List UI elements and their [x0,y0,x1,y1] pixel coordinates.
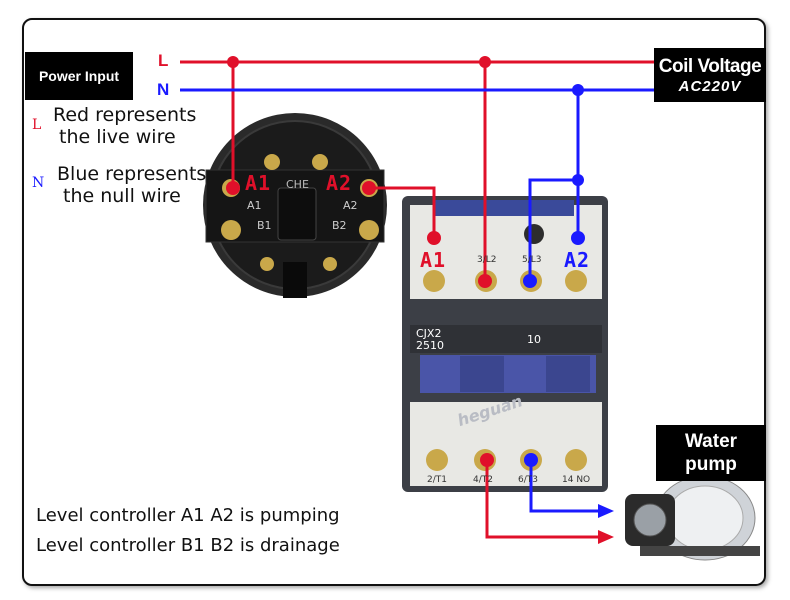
contactor [402,196,608,492]
water-pump [625,475,760,561]
contactor-label-14-no: 14 NO [562,475,591,485]
junction-dots [227,56,584,186]
level-controller [203,113,387,298]
level-controller-center-key [277,187,317,241]
level-controller-label-b2: B2 [332,219,347,232]
diagram-frame [22,18,766,586]
caption-drainage: Level controller B1 B2 is drainage [36,535,340,556]
level-controller-label-a2: A2 [343,199,358,212]
null-wire-to-terminal [528,178,578,281]
contactor-a1-tag: A1 [420,248,447,272]
legend-live: Red represents the live wire [53,104,196,148]
legend-live-line1: Red represents [53,104,197,126]
contactor-model-line1: CJX2 [416,327,442,340]
pump-null-wire [529,460,598,513]
a2-to-contactor-a1 [369,186,436,238]
contactor-model-line2: 2510 [416,339,444,352]
level-controller-a1-tag: A1 [245,171,272,195]
legend-null: Blue represents the null wire [57,163,206,207]
power-input-box: Power Input [25,52,133,100]
live-arrow-icon [598,530,614,544]
null-wire-letter: N [157,80,170,99]
water-pump-line1: Water [684,431,738,452]
pump-base [640,546,760,556]
contactor-label-3-l2: 3/L2 [477,255,497,265]
contactor-label-5-l3: 5/L3 [522,255,542,265]
level-controller-label-a1: A1 [247,199,262,212]
water-pump-line2: pump [685,454,737,475]
legend-null-line2: the null wire [63,185,181,207]
contactor-rating: 10 [527,333,541,346]
contactor-top-label-strip [434,200,574,216]
contactor-model-plate [410,325,602,353]
coil-voltage-title: Coil Voltage [658,55,762,77]
level-controller-a2-tag: A2 [326,171,353,195]
level-controller-notch [283,262,307,298]
contactor-label-6-t3: 6/T3 [518,475,538,485]
caption-pumping: Level controller A1 A2 is pumping [36,505,340,526]
legend-live-line2: the live wire [59,126,176,148]
live-wires [180,60,655,539]
coil-voltage-value: AC220V [678,77,742,95]
live-wire-letter: L [158,51,169,70]
legend-null-line1: Blue represents [57,163,207,185]
legend-live-letter: L [32,117,42,133]
null-arrow-icon [598,504,614,518]
contactor-a2-tag: A2 [564,248,591,272]
contactor-label-2-t1: 2/T1 [427,475,447,485]
contactor-bottom-block [410,402,602,486]
water-pump-box: Water pump [656,425,766,481]
coil-voltage-box: Coil Voltage AC220V [654,48,766,102]
level-controller-screws [221,154,379,271]
level-controller-label-b1: B1 [257,219,272,232]
legend-null-letter: N [32,175,45,191]
level-controller-brand: CHE [286,178,309,191]
power-input-label: Power Input [38,68,120,84]
pump-live-wire [485,460,598,539]
terminal-dots [226,181,585,467]
contactor-label-4-t2: 4/T2 [473,475,493,485]
